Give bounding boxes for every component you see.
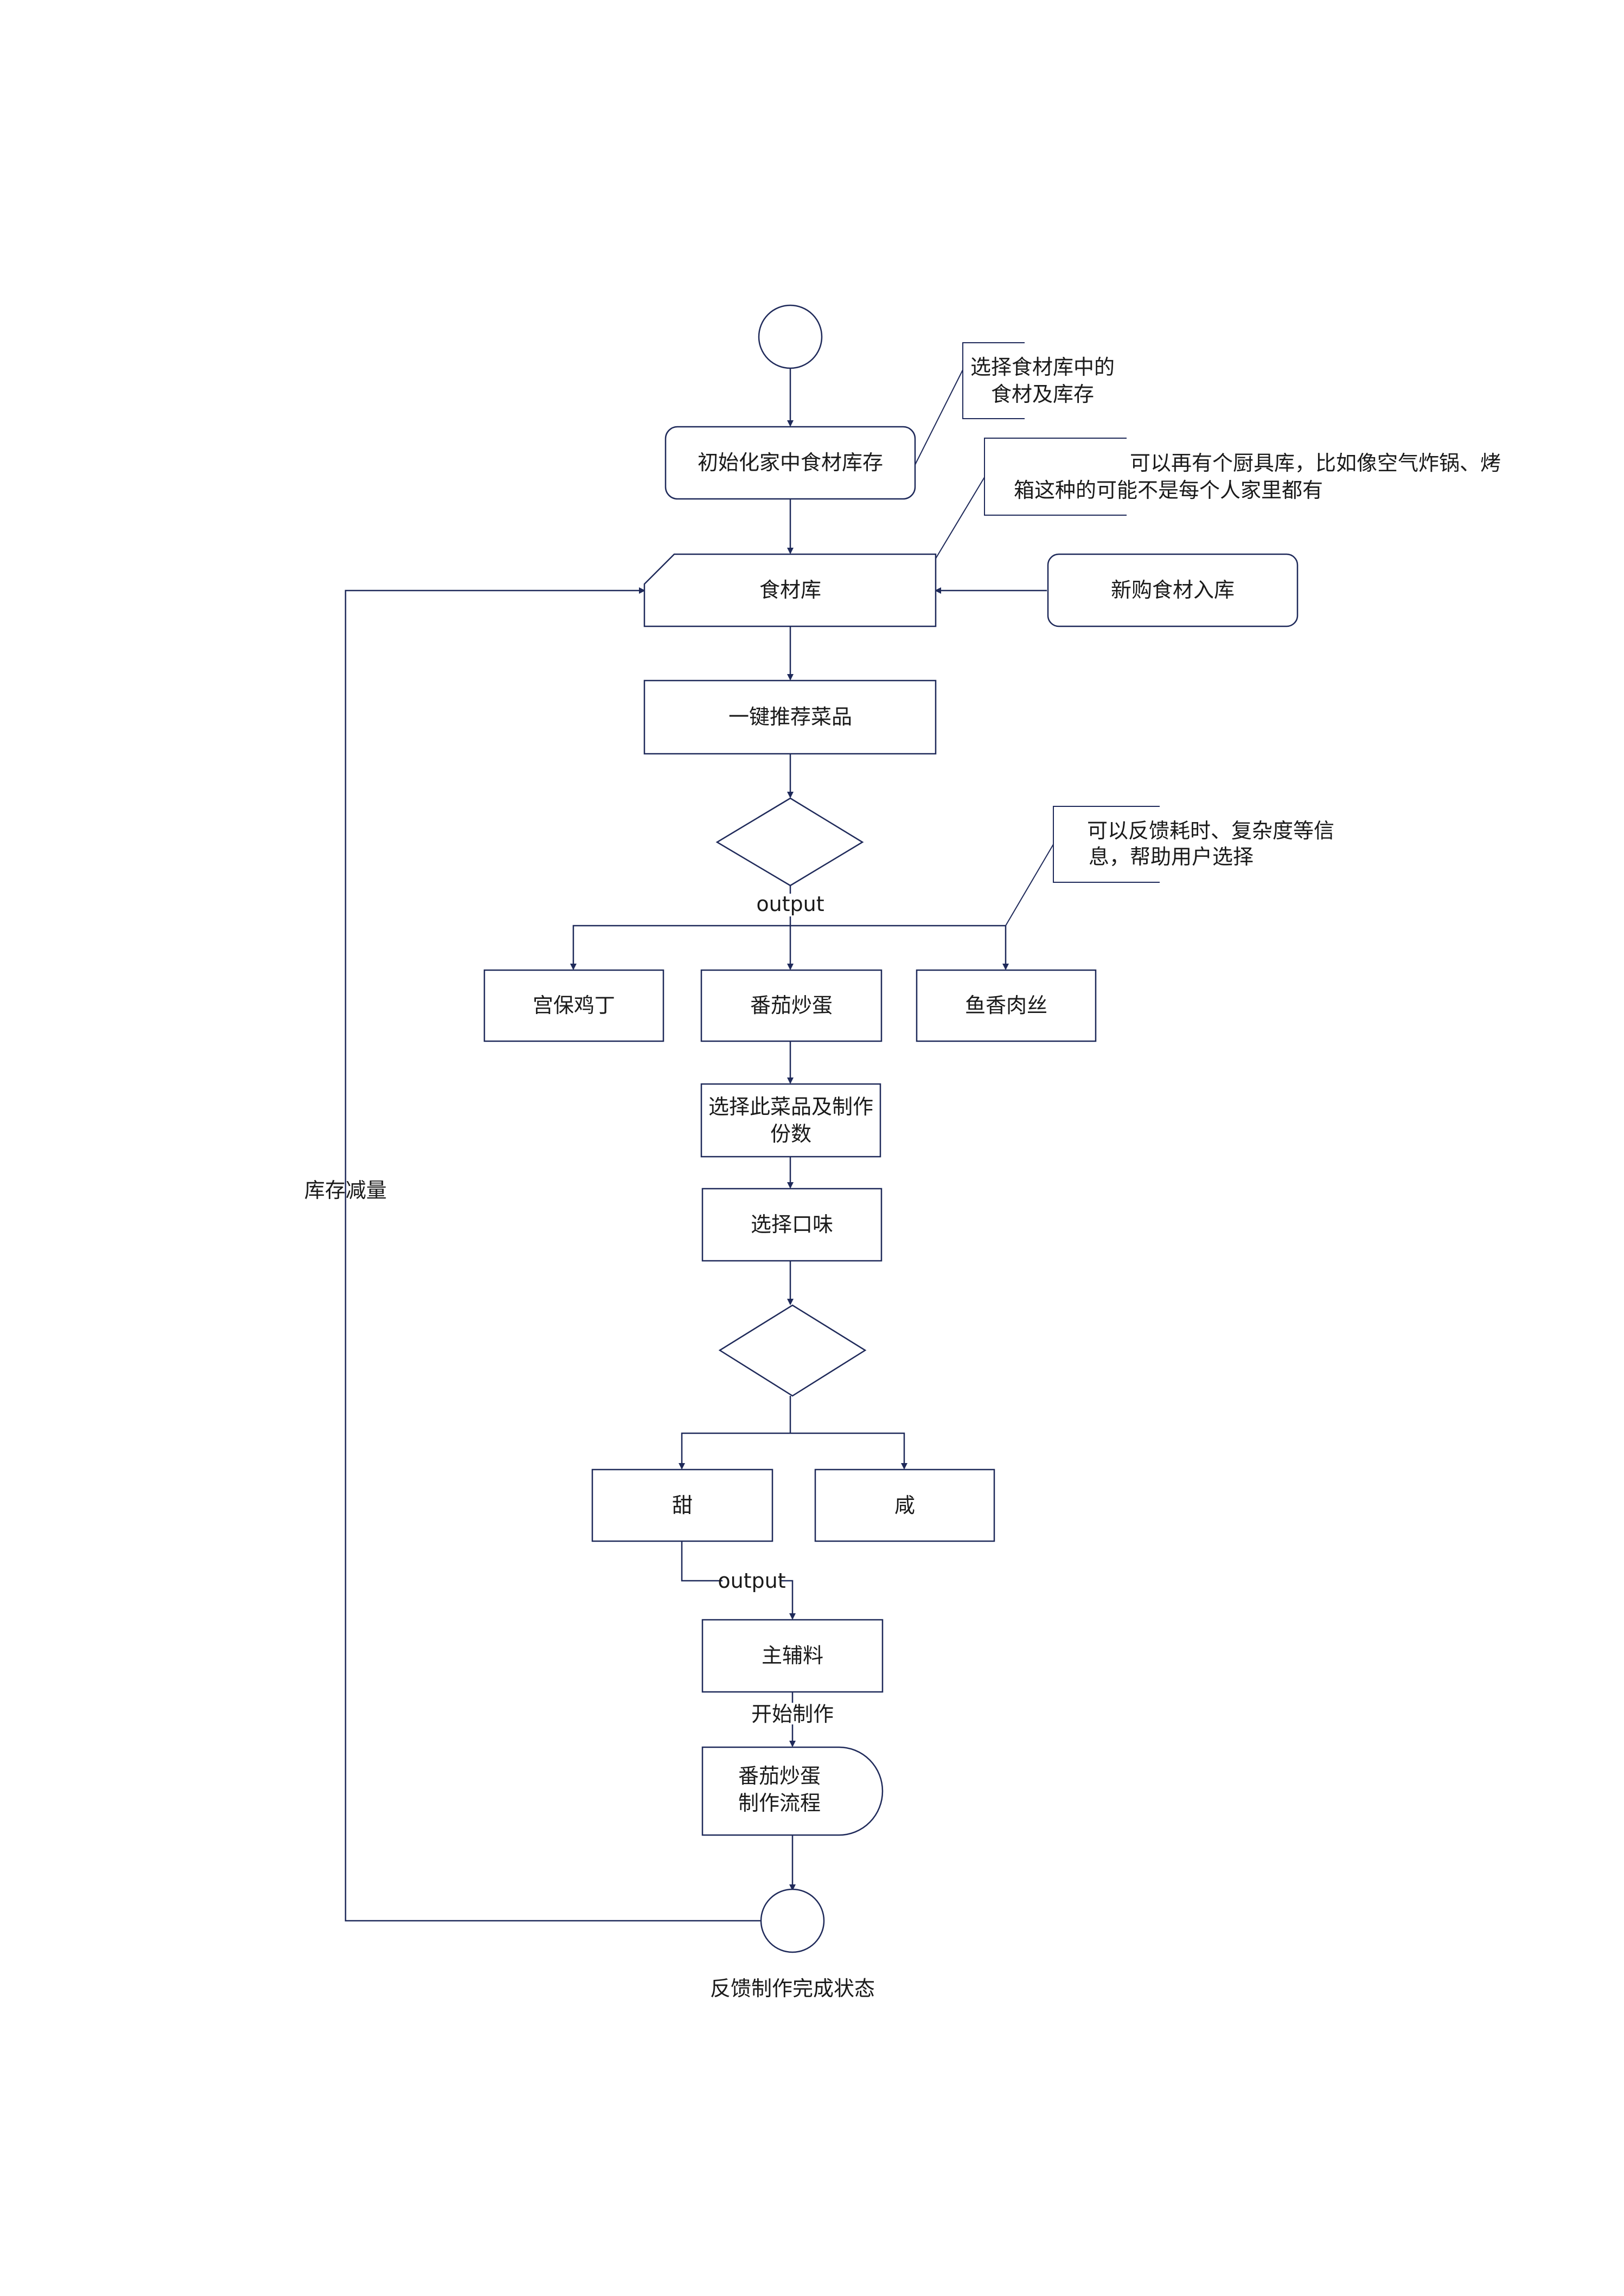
ingredient-library-label: 食材库 — [759, 578, 821, 602]
dish-3-box — [916, 969, 1097, 1042]
edge-output-to-dish-3 — [790, 925, 1009, 970]
ingredients-box — [701, 1619, 884, 1693]
annotation-3-bracket — [1053, 806, 1160, 883]
dish-2-label: 番茄炒蛋 — [750, 993, 833, 1017]
output-label-1: output — [756, 892, 824, 916]
dish-1-box — [483, 969, 664, 1042]
annotation-2-line2: 箱这种的可能不是每个人家里都有 — [1014, 478, 1323, 502]
node-sweet[interactable]: 甜 — [591, 1468, 773, 1542]
feedback-label: 反馈制作完成状态 — [710, 1977, 875, 2000]
edge-decision-2-to-salty — [790, 1432, 907, 1470]
annotation-1-line1: 选择食材库中的 — [970, 355, 1115, 379]
node-ingredient-library[interactable]: 食材库 — [643, 553, 937, 627]
node-choose-taste[interactable]: 选择口味 — [701, 1188, 883, 1262]
node-ingredients[interactable]: 主辅料 — [701, 1619, 884, 1693]
node-choose-dish[interactable]: 选择此菜品及制作 份数 — [700, 1083, 881, 1158]
salty-box — [814, 1468, 995, 1542]
dish-2-box — [700, 969, 883, 1042]
edge-sweet-to-output — [681, 1541, 723, 1582]
choose-taste-label: 选择口味 — [751, 1213, 833, 1236]
node-recommend[interactable]: 一键推荐菜品 — [643, 679, 937, 755]
edge-output-to-dish-1 — [570, 925, 790, 970]
init-inventory-label: 初始化家中食材库存 — [698, 451, 883, 474]
end-node — [760, 1888, 825, 1953]
annotation-1-bracket — [962, 342, 1025, 419]
process-label-line1: 番茄炒蛋 — [738, 1764, 821, 1788]
node-init-inventory[interactable]: 初始化家中食材库存 — [664, 426, 916, 500]
edge-decision-2-to-sweet — [679, 1432, 790, 1470]
recommend-box — [643, 679, 937, 755]
node-process[interactable]: 番茄炒蛋 制作流程 — [701, 1746, 884, 1836]
node-salty[interactable]: 咸 — [814, 1468, 995, 1542]
new-purchase-label: 新购食材入库 — [1111, 578, 1235, 602]
ingredient-library-box — [643, 553, 937, 627]
annotation-2-bracket — [984, 438, 1127, 516]
choose-dish-label-line1: 选择此菜品及制作 — [708, 1095, 873, 1119]
node-dish-2[interactable]: 番茄炒蛋 — [700, 969, 883, 1042]
choose-dish-box — [700, 1083, 881, 1158]
annotation-line-1 — [915, 369, 963, 465]
salty-label: 咸 — [894, 1493, 915, 1517]
start-node — [758, 304, 823, 369]
start-cooking-label: 开始制作 — [751, 1702, 834, 1726]
recommend-label: 一键推荐菜品 — [728, 705, 852, 729]
decision-dish — [715, 797, 864, 887]
new-purchase-box — [1047, 553, 1299, 627]
annotation-2: 可以再有个厨具库，比如像空气炸锅、烤 箱这种的可能不是每个人家里都有 — [984, 438, 1501, 516]
choose-taste-box — [701, 1188, 883, 1262]
annotation-connectors — [915, 369, 1054, 926]
annotation-2-line1: 可以再有个厨具库，比如像空气炸锅、烤 — [1130, 451, 1501, 475]
annotation-3-line1: 可以反馈耗时、复杂度等信 — [1087, 819, 1334, 843]
annotation-3: 可以反馈耗时、复杂度等信 息，帮助用户选择 — [1053, 806, 1334, 883]
node-dish-3[interactable]: 鱼香肉丝 — [916, 969, 1097, 1042]
init-inventory-box — [664, 426, 916, 500]
annotation-1: 选择食材库中的 食材及库存 — [962, 342, 1115, 419]
decision-taste — [718, 1304, 867, 1397]
process-box — [701, 1746, 884, 1836]
annotation-line-2 — [935, 477, 985, 559]
process-label-line2: 制作流程 — [738, 1791, 821, 1815]
sweet-label: 甜 — [672, 1493, 693, 1517]
choose-dish-label-line2: 份数 — [770, 1122, 811, 1146]
dish-3-label: 鱼香肉丝 — [965, 993, 1047, 1017]
annotation-3-line2: 息，帮助用户选择 — [1089, 845, 1254, 869]
edge-output-to-ingredients — [781, 1580, 796, 1620]
dish-1-label: 宫保鸡丁 — [533, 993, 615, 1017]
node-dish-1[interactable]: 宫保鸡丁 — [483, 969, 664, 1042]
node-new-purchase[interactable]: 新购食材入库 — [1047, 553, 1299, 627]
ingredients-label: 主辅料 — [762, 1644, 823, 1668]
annotation-1-line2: 食材及库存 — [991, 382, 1094, 406]
edge-feedback-loop — [344, 587, 760, 1922]
sweet-box — [591, 1468, 773, 1542]
stock-decrease-label: 库存减量 — [304, 1178, 387, 1202]
output-label-2: output — [718, 1569, 785, 1593]
annotation-line-3 — [1005, 844, 1054, 926]
